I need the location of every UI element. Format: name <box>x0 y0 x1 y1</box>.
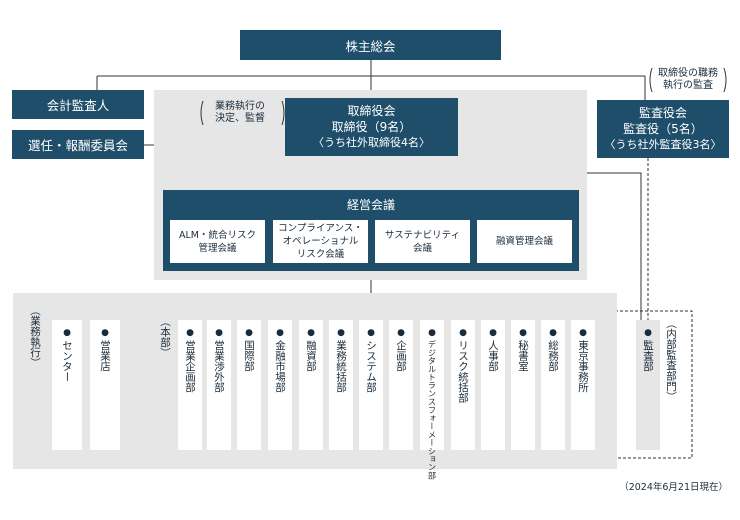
unit-operations: ● 業務統括部 <box>329 320 353 450</box>
unit-label: 国際部 <box>243 340 255 372</box>
management-council-title: 経営会議 <box>346 198 395 212</box>
board-box: 取締役会 取締役（9名） 〈うち社外取締役4名〉 <box>285 98 458 156</box>
unit-label: 人事部 <box>487 340 499 372</box>
board-note-bracket <box>200 100 285 126</box>
committee-sustainability: サステナビリティ 会議 <box>375 220 470 263</box>
unit-digital-transformation: ● デジタルトランスフォーメーション部 <box>420 320 444 479</box>
audit-board-members: 監査役（5名） <box>623 122 703 136</box>
audit-note: 取締役の職務 執行の監査 <box>652 68 724 92</box>
shareholders-meeting-label: 株主総会 <box>345 38 396 54</box>
committee-sustainability-line-2: 会議 <box>412 242 432 254</box>
unit-label: システム部 <box>365 340 377 393</box>
as-of-date: （2024年6月21日現在） <box>619 482 728 493</box>
unit-label: 融資部 <box>305 340 317 372</box>
audit-board-title: 監査役会 <box>638 106 687 120</box>
unit-systems: ● システム部 <box>359 320 383 450</box>
bullet-icon: ● <box>245 328 253 338</box>
unit-international: ● 国際部 <box>237 320 261 450</box>
board-members: 取締役（9名） <box>331 120 412 134</box>
bullet-icon: ● <box>579 328 587 338</box>
committee-loan-line-1: 融資管理会議 <box>495 236 553 247</box>
bullet-icon: ● <box>101 328 109 338</box>
committee-compliance: コンプライアンス・ オペレーショナル リスク会議 <box>273 220 368 263</box>
bullet-icon: ● <box>63 328 71 338</box>
bullet-icon: ● <box>307 328 315 338</box>
unit-label: 営業企画部 <box>184 340 196 393</box>
committee-alm-line-1: ALM・統合リスク <box>179 229 256 241</box>
unit-planning: ● 企画部 <box>389 320 413 450</box>
board-note-line-2: 決定、監督 <box>215 113 265 124</box>
bullet-icon: ● <box>549 328 557 338</box>
bullet-icon: ● <box>489 328 497 338</box>
unit-sales-planning: ● 営業企画部 <box>178 320 202 450</box>
accounting-auditor-box: 会計監査人 <box>12 90 144 119</box>
bullet-icon: ● <box>367 328 375 338</box>
board-note-line-1: 業務執行の <box>215 101 265 112</box>
bullet-icon: ● <box>459 328 467 338</box>
bullet-icon: ● <box>644 328 652 338</box>
unit-general-affairs: ● 総務部 <box>541 320 565 450</box>
committee-compliance-line-3: リスク会議 <box>296 249 345 260</box>
unit-label: 営業渉外部 <box>213 340 225 393</box>
bullet-icon: ● <box>276 328 284 338</box>
selection-committee-box: 選任・報酬委員会 <box>12 130 144 159</box>
unit-center: ● センター <box>52 320 82 450</box>
unit-label: 金融市場部 <box>274 340 286 393</box>
audit-board-outside-members: 〈うち社外監査役3名〉 <box>604 138 722 151</box>
unit-label: 企画部 <box>395 340 407 372</box>
audit-note-bracket <box>649 67 727 93</box>
bullet-icon: ● <box>337 328 345 338</box>
bullet-icon: ● <box>397 328 405 338</box>
bullet-icon: ● <box>519 328 527 338</box>
unit-branch: ● 営業店 <box>90 320 120 450</box>
business-execution-label: （業務執行） <box>29 305 41 368</box>
bullet-icon: ● <box>428 328 436 338</box>
unit-label: 業務統括部 <box>335 340 347 393</box>
committee-alm: ALM・統合リスク 管理会議 <box>170 220 265 263</box>
unit-branch-label: 営業店 <box>99 340 111 372</box>
unit-label: リスク統括部 <box>457 340 469 403</box>
unit-secretariat: ● 秘書室 <box>511 320 535 450</box>
unit-loan: ● 融資部 <box>299 320 323 450</box>
unit-financial-markets: ● 金融市場部 <box>268 320 292 450</box>
unit-tokyo-office: ● 東京事務所 <box>571 320 595 450</box>
unit-label: 秘書室 <box>517 340 529 372</box>
unit-human-resources: ● 人事部 <box>481 320 505 450</box>
unit-audit: ● 監査部 <box>636 320 660 450</box>
committee-sustainability-line-1: サステナビリティ <box>384 229 461 241</box>
committee-compliance-line-2: オペレーショナル <box>282 236 359 247</box>
committee-loan: 融資管理会議 <box>477 220 572 263</box>
management-council-box: 経営会議 ALM・統合リスク 管理会議 コンプライアンス・ オペレーショナル リ… <box>163 190 579 271</box>
selection-committee-label: 選任・報酬委員会 <box>27 138 128 153</box>
unit-label: デジタルトランスフォーメーション部 <box>427 340 437 480</box>
bullet-icon: ● <box>186 328 194 338</box>
unit-label: 総務部 <box>547 340 559 372</box>
head-office-label: （本部） <box>159 316 171 358</box>
internal-audit-label: （内部監査部門） <box>665 318 677 402</box>
committee-alm-line-2: 管理会議 <box>198 242 237 254</box>
accounting-auditor-label: 会計監査人 <box>46 98 110 113</box>
audit-note-line-1: 取締役の職務 <box>658 68 718 79</box>
unit-sales-relations: ● 営業渉外部 <box>207 320 231 450</box>
bullet-icon: ● <box>215 328 223 338</box>
unit-risk-management: ● リスク統括部 <box>451 320 475 450</box>
board-outside-members: 〈うち社外取締役4名〉 <box>313 136 430 149</box>
unit-center-label: センター <box>61 340 73 382</box>
unit-label: 東京事務所 <box>577 340 589 393</box>
audit-note-line-2: 執行の監査 <box>663 80 713 91</box>
committee-compliance-line-1: コンプライアンス・ <box>278 223 363 234</box>
shareholders-meeting-box: 株主総会 <box>240 30 501 60</box>
board-note: 業務執行の 決定、監督 <box>200 101 280 125</box>
audit-board-box: 監査役会 監査役（5名） 〈うち社外監査役3名〉 <box>597 100 729 158</box>
board-title: 取締役会 <box>347 104 396 118</box>
unit-audit-label: 監査部 <box>642 340 654 372</box>
